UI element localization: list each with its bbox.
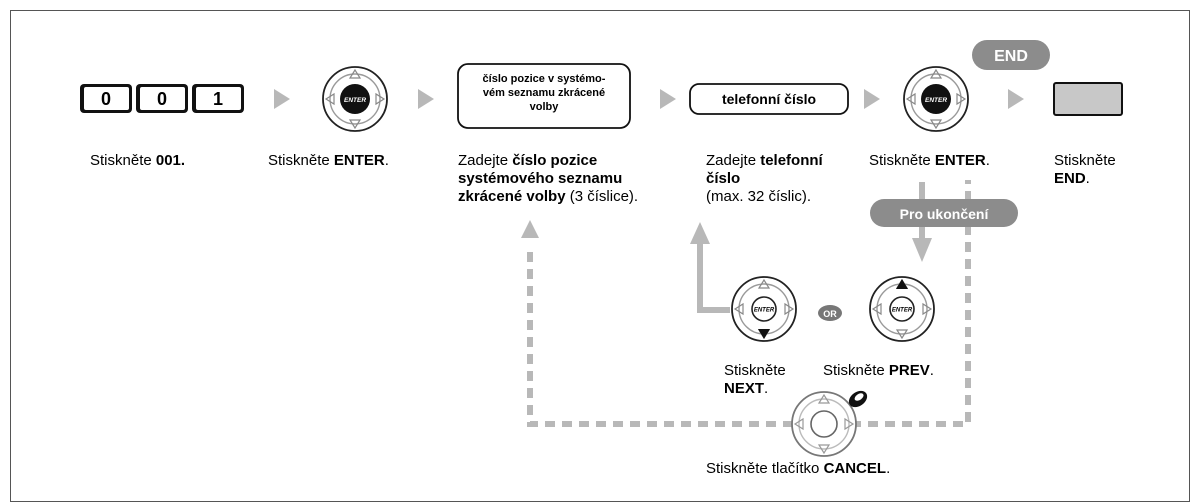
return-dashed-path [527,180,971,427]
position-box-line: volby [530,101,560,113]
end-pill-label: END [994,48,1028,65]
down-arrow-icon [912,238,932,262]
key-0-button: 0 [136,84,188,113]
key-1-button: 1 [192,84,244,113]
step-2-label: Stiskněte ENTER. [268,152,389,169]
prev-step-label: Stiskněte PREV. [823,362,934,379]
next-step-label: Stiskněte NEXT. [724,362,786,397]
end-pill: END [972,40,1050,70]
enter-navigator-icon: ENTER [903,66,969,132]
flow-arrow-icon [418,89,434,109]
position-box-line: vém seznamu zkrácené [483,87,605,99]
position-number-box: číslo pozice v systémo- vém seznamu zkrá… [457,63,631,129]
phone-number-box: telefonní číslo [689,83,849,115]
cancel-key-icon [848,390,868,408]
up-arrow-icon [690,222,710,244]
step-6-label: Stiskněte END. [1054,152,1116,187]
key-1-label: 1 [213,89,223,109]
key-0-label: 0 [101,89,111,109]
svg-text:ENTER: ENTER [754,308,775,314]
svg-text:ENTER: ENTER [892,308,913,314]
to-finish-label: Pro ukončení [900,206,990,222]
cancel-step-label: Stiskněte tlačítko CANCEL. [706,460,891,477]
key-0-label: 0 [157,89,167,109]
phone-box-label: telefonní číslo [722,91,816,107]
cancel-navigator-icon [791,391,857,457]
end-key-icon [1053,82,1123,116]
step-3-label: Zadejte číslo pozice systémového seznamu… [458,152,639,205]
flow-arrow-icon [864,89,880,109]
step-4-label: Zadejte telefonní číslo (max. 32 číslic)… [706,152,823,205]
prev-navigator-icon: ENTER [869,276,935,342]
diagram-frame [10,10,1190,502]
next-navigator-icon: ENTER [731,276,797,342]
next-loop-path [697,244,730,313]
flow-arrow-icon [660,89,676,109]
svg-text:ENTER: ENTER [344,97,366,104]
or-badge: OR [818,305,842,321]
up-arrow-icon [521,220,539,238]
flow-arrow-icon [1008,89,1024,109]
step-1-label: Stiskněte 001. [90,152,186,169]
key-buttons-001: 0 0 1 [80,84,244,113]
step-5-label: Stiskněte ENTER. [869,152,990,169]
enter-navigator-icon: ENTER [322,66,388,132]
position-box-line: číslo pozice v systémo- [483,73,606,85]
svg-text:ENTER: ENTER [925,97,947,104]
flow-arrow-icon [274,89,290,109]
to-finish-pill: Pro ukončení [870,199,1018,227]
flow-arrows [274,89,1024,109]
key-0-button: 0 [80,84,132,113]
or-label: OR [823,309,837,319]
